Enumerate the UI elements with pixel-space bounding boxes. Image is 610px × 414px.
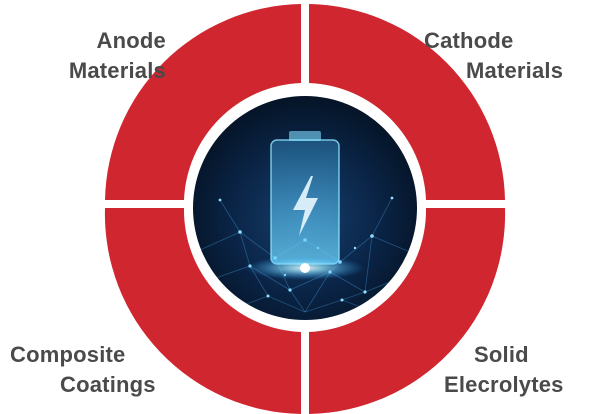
- label-solid-electrolytes: Solid Elecrolytes: [430, 340, 610, 400]
- label-line: Materials: [466, 58, 564, 83]
- label-line: Cathode: [424, 28, 514, 53]
- label-line: Coatings: [60, 372, 156, 397]
- battery-lightning-icon: [270, 131, 340, 265]
- quadrant-cathode: [309, 4, 505, 200]
- quadrant-solid: [309, 208, 506, 414]
- label-anode-materials: Anode Materials: [0, 26, 166, 86]
- quadrant-composite: [104, 208, 302, 414]
- label-composite-coatings: Composite Coatings: [0, 340, 170, 400]
- center-image: [187, 90, 423, 326]
- label-line: Materials: [68, 58, 166, 83]
- label-cathode-materials: Cathode Materials: [418, 26, 608, 86]
- ring-quadrants: [104, 4, 506, 414]
- label-line: Elecrolytes: [444, 372, 564, 397]
- label-line: Composite: [10, 342, 126, 367]
- quadrant-anode: [105, 4, 301, 200]
- label-line: Anode: [96, 28, 166, 53]
- label-line: Solid: [474, 342, 529, 367]
